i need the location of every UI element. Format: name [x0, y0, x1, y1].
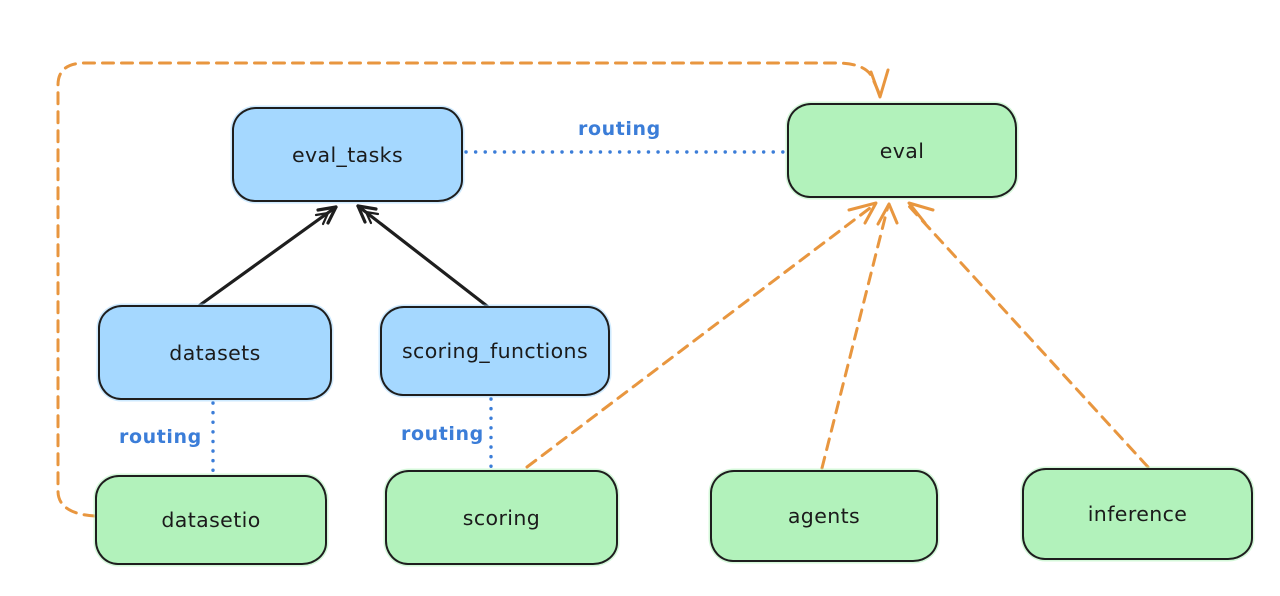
edge-datasets-to-eval_tasks: [198, 205, 338, 307]
node-label: eval_tasks: [291, 142, 404, 167]
arrowhead-icon: [314, 211, 330, 226]
node-label: inference: [1087, 502, 1188, 526]
node-label: datasetio: [161, 508, 261, 532]
edge-agents-to-eval: [820, 202, 899, 470]
arrowhead-icon: [907, 201, 935, 225]
arrowhead-icon: [847, 201, 878, 225]
routing-label-scoring_functions-scoring: routing: [401, 423, 484, 445]
edge-datasetio-to-eval: [56, 61, 890, 518]
node-scoring_functions: scoring_functions: [380, 306, 610, 396]
routing-label-eval_tasks-eval: routing: [578, 118, 661, 140]
node-label: scoring: [462, 505, 541, 530]
arrowhead-icon: [869, 68, 890, 99]
node-label: agents: [787, 504, 861, 528]
node-label: datasets: [169, 340, 261, 365]
arrowhead-icon: [876, 202, 899, 226]
arrowhead-icon: [316, 205, 338, 225]
edge-scoring_functions-to-eval_tasks: [356, 204, 489, 308]
node-datasets: datasets: [98, 305, 332, 400]
edge-inference-to-eval: [906, 201, 1150, 469]
arrowhead-icon: [356, 204, 378, 224]
node-inference: inference: [1022, 468, 1253, 560]
routing-label-datasets-datasetio: routing: [119, 426, 202, 448]
node-agents: agents: [710, 470, 938, 562]
node-eval_tasks: eval_tasks: [232, 107, 463, 202]
node-eval: eval: [787, 103, 1017, 198]
node-label: scoring_functions: [401, 339, 589, 363]
arrowhead-icon: [364, 210, 380, 225]
node-datasetio: datasetio: [95, 475, 327, 565]
node-scoring: scoring: [385, 470, 618, 565]
node-label: eval: [879, 138, 925, 163]
